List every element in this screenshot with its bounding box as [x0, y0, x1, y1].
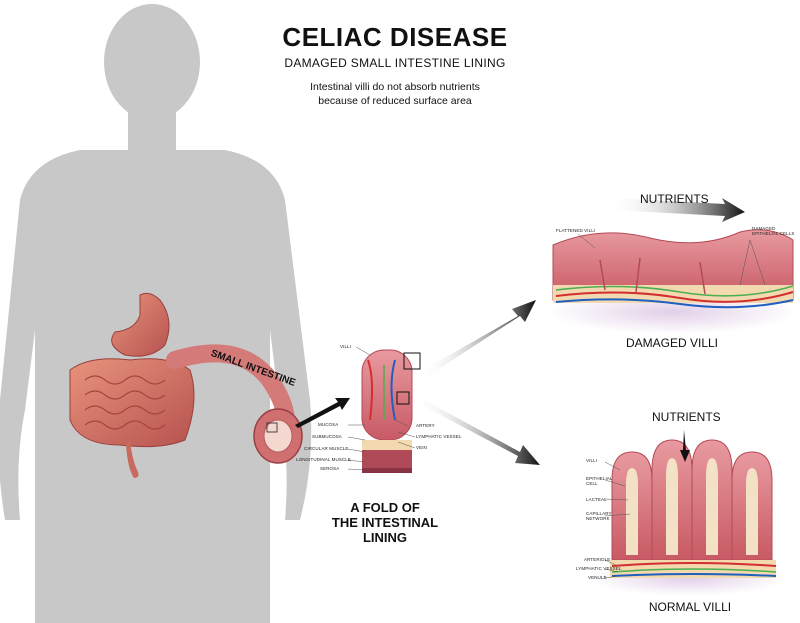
arrow-to-normal — [412, 395, 540, 465]
normal-label-villi: VILLI — [586, 458, 598, 463]
epithelial-line-2: CELL — [586, 481, 598, 486]
normal-nutrients-label: NUTRIENTS — [652, 410, 721, 424]
capillary-line-1: CAPILLARY — [586, 511, 612, 516]
description-line-2: because of reduced surface area — [318, 95, 472, 107]
nutrients-arrow-damaged — [610, 198, 745, 222]
fold-title-line-1: A FOLD OF — [350, 500, 420, 515]
digestive-organs — [69, 292, 195, 478]
arrow-to-damaged — [420, 300, 536, 378]
normal-villi-caption: NORMAL VILLI — [648, 600, 732, 614]
capillary-line-2: NETWORK — [586, 516, 610, 521]
fold-title: A FOLD OF THE INTESTINAL LINING — [320, 500, 450, 545]
description: Intestinal villi do not absorb nutrients… — [270, 80, 520, 108]
damaged-nutrients-label: NUTRIENTS — [640, 192, 709, 206]
damaged-cells-line-2: EPITHELIAL CELLS — [752, 231, 795, 236]
intestinal-fold — [361, 349, 421, 473]
fold-label-mucosa: MUCOSA — [318, 422, 339, 427]
fold-label-lymphatic-vessel: LYMPHATIC VESSEL — [416, 434, 462, 439]
fold-label-circular-muscle: CIRCULAR MUSCLE — [304, 446, 349, 451]
fold-label-artery: ARTERY — [416, 423, 435, 428]
normal-label-venule: VENULE — [588, 575, 607, 580]
description-line-1: Intestinal villi do not absorb nutrients — [310, 81, 480, 93]
fold-label-vein: VEIN — [416, 445, 427, 450]
normal-label-arteriole: ARTERIOLE — [584, 557, 611, 562]
normal-label-lymphatic-vessel: LYMPHATIC VESSEL — [576, 566, 622, 571]
nutrients-arrow-normal — [680, 430, 690, 462]
damaged-villi-panel — [548, 198, 798, 334]
fold-label-longitudinal-muscle: LONGITUDINAL MUSCLE — [296, 457, 351, 462]
arrow-to-fold — [295, 398, 350, 428]
damaged-villi-caption: DAMAGED VILLI — [625, 336, 719, 350]
leader-lines — [347, 233, 766, 579]
normal-label-epithelial: EPITHELIAL CELL — [586, 476, 613, 486]
damaged-cells-line-1: DAMAGED — [752, 226, 776, 231]
fold-label-submucosa: SUBMUCOSA — [312, 434, 342, 439]
normal-villi-panel — [588, 430, 788, 596]
flattened-villi-label: FLATTENED VILLI — [556, 228, 596, 233]
page-title: CELIAC DISEASE — [282, 22, 508, 52]
fold-label-villi: VILLI — [340, 344, 352, 349]
fold-label-serosa: SEROSA — [320, 466, 340, 471]
page-subtitle: DAMAGED SMALL INTESTINE LINING — [284, 56, 506, 70]
epithelial-line-1: EPITHELIAL — [586, 476, 613, 481]
normal-label-capillary: CAPILLARY NETWORK — [586, 511, 612, 521]
damaged-cells-label: DAMAGED EPITHELIAL CELLS — [752, 226, 794, 236]
fold-title-line-3: LINING — [362, 530, 408, 545]
normal-label-lacteal: LACTEAL — [586, 497, 607, 502]
fold-title-line-2: THE INTESTINAL — [331, 515, 439, 530]
